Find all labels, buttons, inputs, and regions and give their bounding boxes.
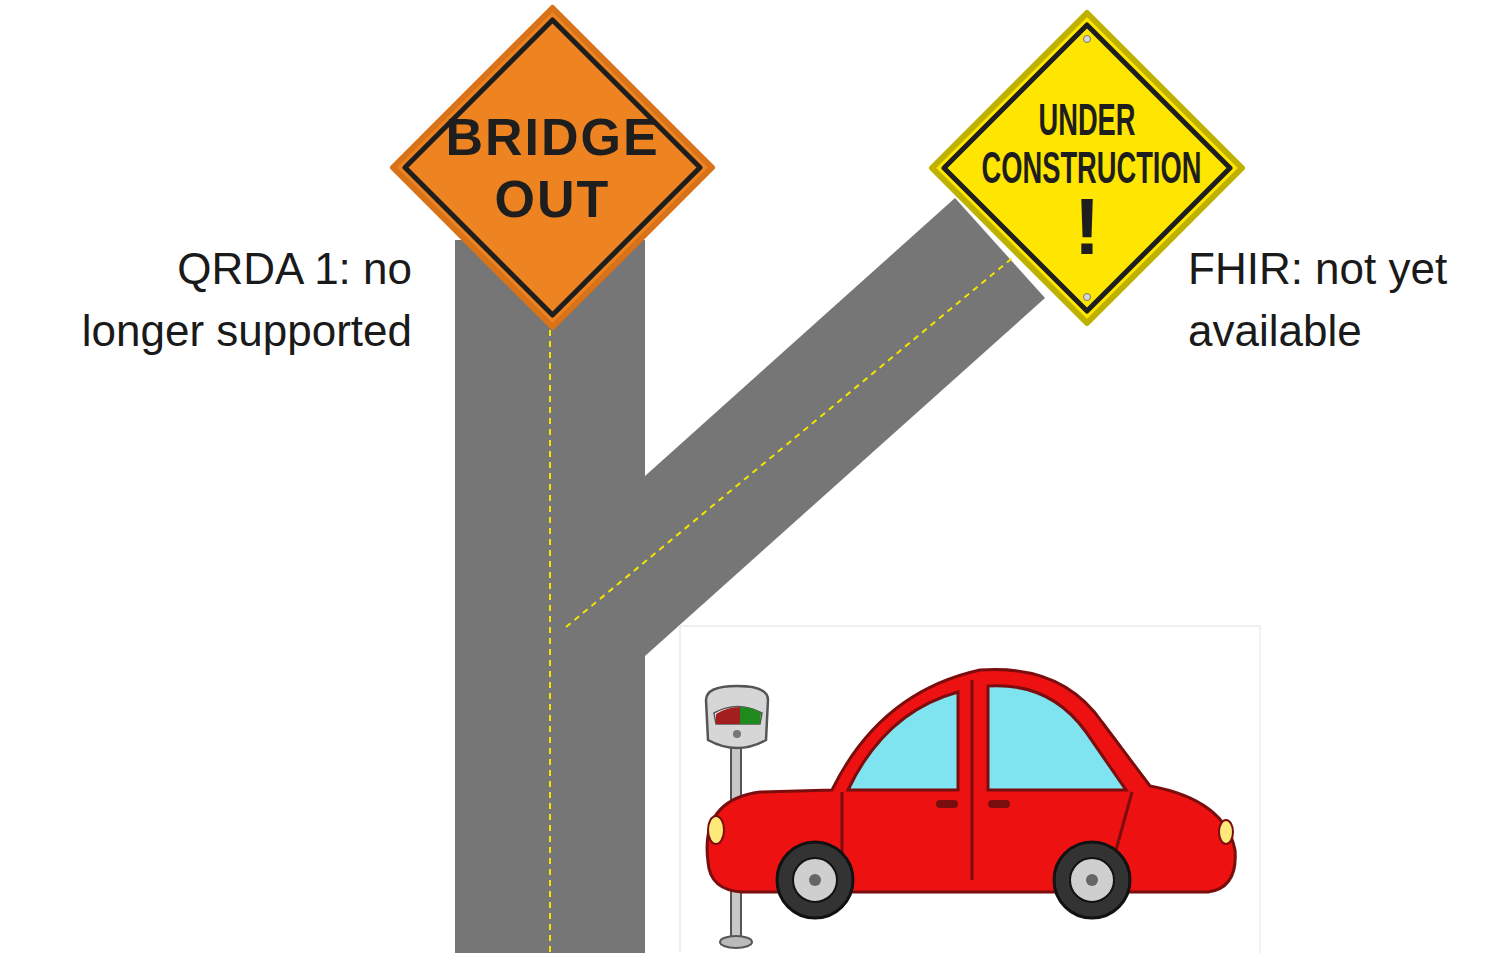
warning-sign: BRIDGE OUT xyxy=(389,4,716,331)
sign-text: UNDER CONSTRUCTION xyxy=(982,96,1193,192)
car-window xyxy=(988,686,1126,790)
car-window xyxy=(848,692,958,790)
center-line xyxy=(566,250,1022,627)
hub-cap xyxy=(809,874,821,886)
door-handle xyxy=(988,800,1010,808)
branch-road xyxy=(645,198,1045,656)
head-light xyxy=(1219,820,1233,844)
wheel xyxy=(1054,842,1130,918)
sign-text: ! xyxy=(1057,192,1117,262)
hub-cap xyxy=(1086,874,1098,886)
sign-face xyxy=(393,8,712,327)
meter-head xyxy=(706,686,768,748)
sign-text: BRIDGE OUT xyxy=(437,106,669,230)
hub xyxy=(1070,858,1114,902)
center-line xyxy=(549,330,551,953)
sign-border xyxy=(405,20,700,315)
main-road xyxy=(455,240,645,953)
meter-green xyxy=(740,707,761,724)
sign-border xyxy=(944,25,1230,311)
meter-base xyxy=(720,936,752,948)
tail-light xyxy=(708,816,724,844)
picture-frame xyxy=(680,626,1260,953)
sign-caption: FHIR: not yet available xyxy=(1188,238,1508,362)
car-illustration xyxy=(680,626,1260,953)
meter-red xyxy=(716,707,740,724)
tire xyxy=(1054,842,1130,918)
hub xyxy=(793,858,837,902)
door-handle xyxy=(936,800,958,808)
tire xyxy=(777,842,853,918)
sign-caption: QRDA 1: no longer supported xyxy=(50,238,412,362)
meter-slot xyxy=(733,730,741,738)
rivet xyxy=(1084,36,1091,43)
door-line xyxy=(971,680,974,880)
rivet xyxy=(1084,294,1091,301)
diamond-outline xyxy=(389,4,716,331)
meter-dial xyxy=(714,707,762,725)
wheel xyxy=(777,842,853,918)
